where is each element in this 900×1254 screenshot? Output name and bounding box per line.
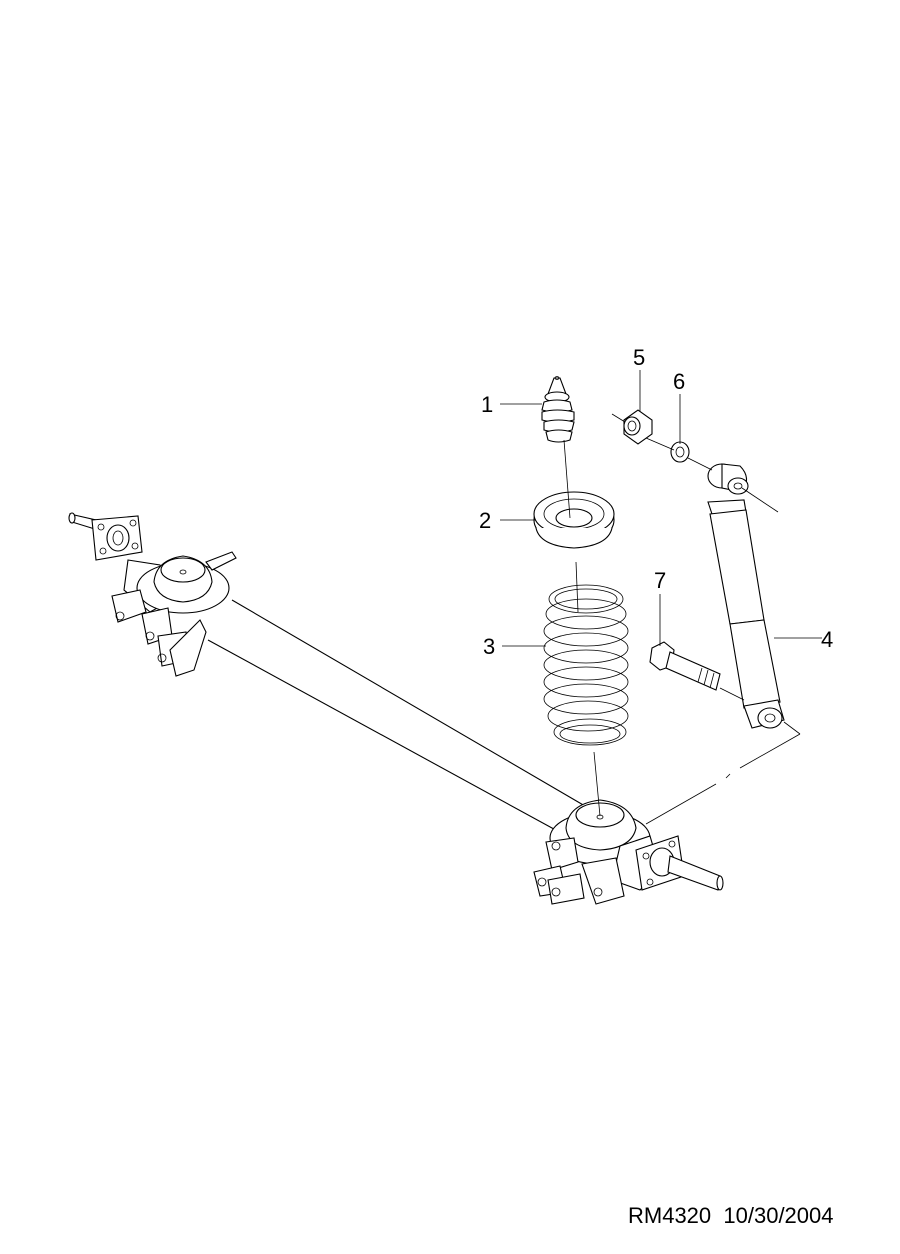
- washer: [670, 441, 690, 463]
- callout-3: 3: [483, 634, 495, 659]
- callout-4: 4: [821, 627, 833, 652]
- nut: [623, 409, 653, 445]
- drawing-id: RM4320: [628, 1203, 712, 1228]
- rear-axle-beam: [207, 599, 586, 835]
- coil-spring: [543, 584, 629, 746]
- bump-stop: [541, 376, 575, 443]
- callout-leaders: [500, 370, 822, 647]
- callout-7: 7: [654, 568, 666, 593]
- assembly-lines: [563, 413, 801, 825]
- callout-6: 6: [673, 369, 685, 394]
- drawing-date: 10/30/2004: [723, 1203, 834, 1228]
- drawing-reference: RM4320 10/30/2004: [628, 1203, 834, 1229]
- bolt: [649, 641, 721, 691]
- shock-absorber: [707, 463, 785, 729]
- right-hub-assembly: [533, 799, 724, 905]
- callout-2: 2: [479, 508, 491, 533]
- spring-isolator: [533, 491, 615, 549]
- callout-1: 1: [481, 392, 493, 417]
- left-hub-assembly: [68, 512, 237, 677]
- callout-5: 5: [633, 345, 645, 370]
